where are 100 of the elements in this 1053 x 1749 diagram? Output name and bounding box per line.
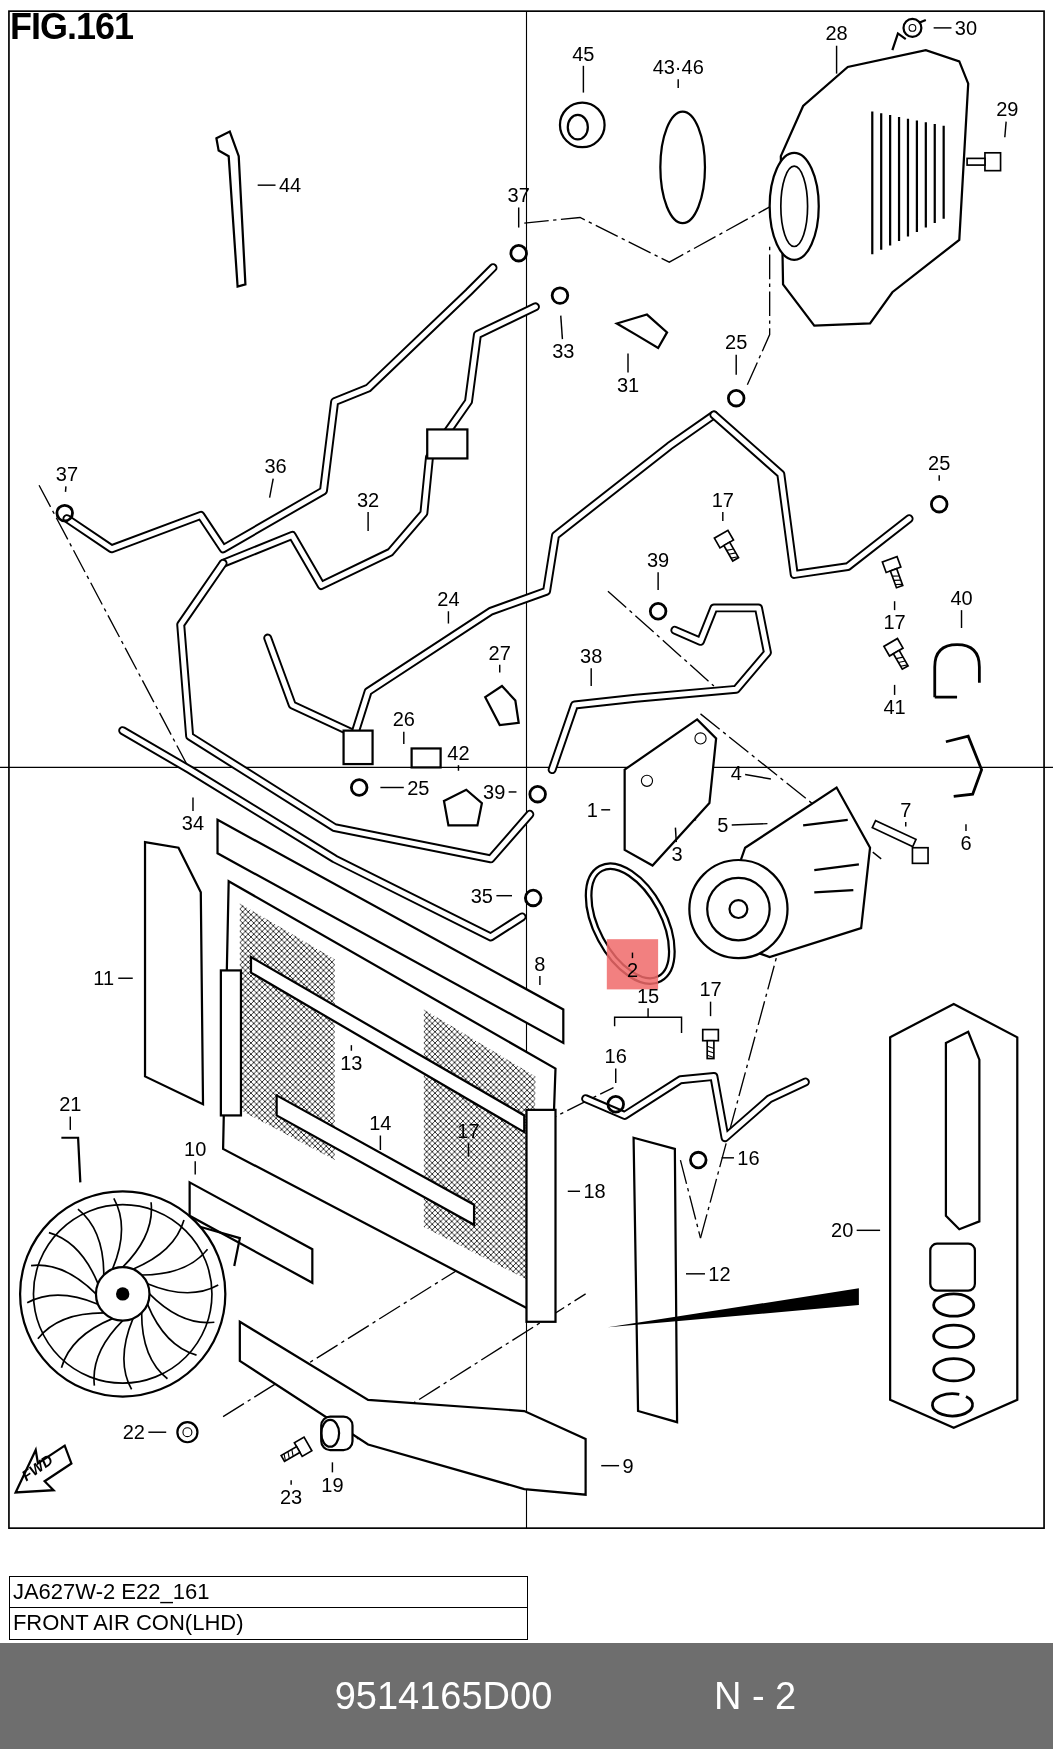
callout-number: 43·46 xyxy=(652,56,704,77)
callout-number: 7 xyxy=(900,799,912,820)
leader-line xyxy=(744,773,772,780)
leader-line xyxy=(367,511,369,532)
callout-number: 1 xyxy=(586,799,598,820)
leader-line xyxy=(403,731,405,745)
callout-number: 32 xyxy=(356,489,380,510)
callout-number: 24 xyxy=(437,589,460,609)
callout-number: 39 xyxy=(483,781,506,802)
leader-line xyxy=(467,1142,470,1158)
callout-number: 29 xyxy=(996,99,1019,120)
leader-line xyxy=(560,314,564,340)
leader-line xyxy=(499,664,501,674)
callout-number: 8 xyxy=(534,953,546,974)
callout-number: 16 xyxy=(737,1147,760,1168)
leader-line xyxy=(256,184,277,186)
callout-number: 25 xyxy=(928,452,951,473)
figure-title: FIG.161 xyxy=(10,6,134,48)
leader-line xyxy=(615,1067,617,1084)
leader-line xyxy=(331,1461,334,1474)
leader-line xyxy=(379,786,405,789)
leader-line xyxy=(290,1479,292,1486)
callout-number: 34 xyxy=(181,813,205,834)
callout-number: 12 xyxy=(708,1263,731,1284)
callout-number: 15 xyxy=(636,986,660,1007)
callout-number: 44 xyxy=(278,175,302,196)
part-number: 9514165D00 xyxy=(334,1674,553,1718)
leader-line xyxy=(117,977,134,979)
callout-number: 25 xyxy=(725,332,748,353)
leader-line xyxy=(735,354,737,376)
callout-number: 20 xyxy=(831,1220,854,1241)
leader-line xyxy=(627,352,629,374)
callout-number: 28 xyxy=(825,23,848,44)
leader-line xyxy=(600,809,611,811)
leader-line xyxy=(567,1190,581,1192)
page-number: N - 2 xyxy=(713,1674,797,1718)
callout-number: 31 xyxy=(616,374,640,395)
callout-number: 21 xyxy=(59,1094,82,1115)
leader-line xyxy=(457,764,460,772)
leader-line xyxy=(677,78,679,89)
leader-line xyxy=(194,1160,196,1176)
callout-number: 2 xyxy=(626,960,639,981)
leader-line xyxy=(69,1115,71,1131)
callout-number: 42 xyxy=(447,742,470,763)
callout-number: 45 xyxy=(572,43,595,64)
leader-line xyxy=(685,1273,706,1275)
leader-line xyxy=(582,65,585,94)
callout-number: 17 xyxy=(699,979,722,1000)
leader-line xyxy=(613,1007,683,1034)
leader-line xyxy=(539,975,541,986)
leader-line xyxy=(495,894,513,897)
callout-number: 3 xyxy=(671,844,683,865)
callout-number: 11 xyxy=(93,968,115,989)
leader-line xyxy=(835,45,838,75)
leader-line xyxy=(731,822,769,826)
leader-line xyxy=(1004,120,1007,138)
leader-line xyxy=(674,826,678,843)
callout-number: 22 xyxy=(122,1422,145,1443)
leader-line xyxy=(64,485,67,493)
callout-number: 27 xyxy=(488,642,511,663)
callout-number: 17 xyxy=(883,612,906,633)
leader-line xyxy=(147,1431,167,1433)
leader-line xyxy=(938,474,940,482)
leader-line xyxy=(905,821,907,828)
callout-number: 38 xyxy=(580,645,603,666)
callout-number: 5 xyxy=(717,815,729,836)
callout-number: 14 xyxy=(369,1113,392,1134)
leader-line xyxy=(893,600,896,611)
leader-line xyxy=(350,1044,353,1052)
leader-line xyxy=(709,1000,712,1017)
callout-number: 25 xyxy=(407,777,430,798)
leader-line xyxy=(600,1464,620,1467)
leader-line xyxy=(657,571,659,591)
leader-line xyxy=(379,1134,382,1151)
callout-number: 19 xyxy=(321,1474,344,1495)
leader-line xyxy=(268,477,274,499)
leader-line xyxy=(855,1229,881,1232)
callout-number: 41 xyxy=(883,697,906,718)
callout-number: 13 xyxy=(340,1053,363,1074)
callout-number: 30 xyxy=(954,17,978,38)
callout-number: 9 xyxy=(622,1455,634,1476)
leader-line xyxy=(517,206,520,229)
callout-number: 33 xyxy=(552,341,575,362)
callout-number: 16 xyxy=(604,1046,627,1067)
table-cell-text: JA627W-2 E22_161 xyxy=(11,1578,211,1607)
callout-number: 40 xyxy=(950,587,973,608)
leader-line xyxy=(960,609,963,629)
table-cell: FRONT AIR CON(LHD) xyxy=(9,1607,528,1639)
callout-number: 6 xyxy=(960,833,972,854)
leader-line xyxy=(893,684,896,696)
leader-line xyxy=(590,667,592,687)
callout-number: 23 xyxy=(280,1486,303,1507)
callout-number: 10 xyxy=(184,1138,207,1159)
callout-number: 26 xyxy=(392,709,415,730)
leader-line xyxy=(932,27,953,29)
leader-line xyxy=(447,610,450,625)
leader-line xyxy=(965,823,967,832)
leader-line xyxy=(507,791,518,793)
leader-line xyxy=(722,511,724,522)
callout-number: 18 xyxy=(583,1181,606,1202)
